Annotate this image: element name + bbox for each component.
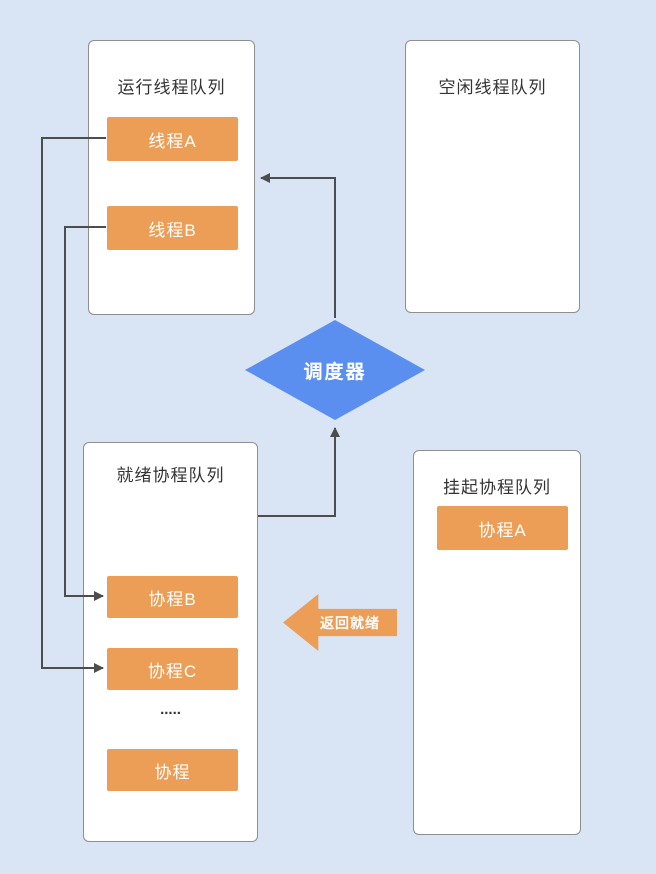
- ready-coroutine-queue-title: 就绪协程队列: [116, 466, 225, 485]
- ready-coroutine-queue-box: 就绪协程队列 协程B 协程C ..... 协程: [83, 442, 258, 842]
- arrow-ready-queue-to-scheduler: [258, 427, 340, 517]
- coroutine-generic-item: 协程: [107, 749, 238, 791]
- idle-thread-queue-title: 空闲线程队列: [438, 78, 547, 97]
- thread-b-item: 线程B: [107, 206, 238, 250]
- running-thread-queue-box: 运行线程队列 线程A 线程B: [88, 40, 255, 315]
- ready-queue-ellipsis: .....: [160, 701, 181, 718]
- return-ready-label: 返回就绪: [320, 614, 380, 631]
- idle-thread-queue-box: 空闲线程队列: [405, 40, 580, 313]
- scheduler-diamond: 调度器: [245, 320, 425, 420]
- suspended-coroutine-queue-box: 挂起协程队列 协程A: [413, 450, 581, 835]
- coroutine-c-item: 协程C: [107, 648, 238, 690]
- scheduler-label: 调度器: [303, 361, 367, 383]
- return-ready-arrow: 返回就绪: [283, 594, 397, 651]
- arrow-scheduler-to-running-queue: [260, 173, 336, 318]
- running-thread-queue-title: 运行线程队列: [117, 78, 226, 97]
- coroutine-b-item: 协程B: [107, 576, 238, 618]
- coroutine-a-item: 协程A: [437, 506, 568, 550]
- thread-a-item: 线程A: [107, 117, 238, 161]
- suspended-coroutine-queue-title: 挂起协程队列: [443, 478, 551, 497]
